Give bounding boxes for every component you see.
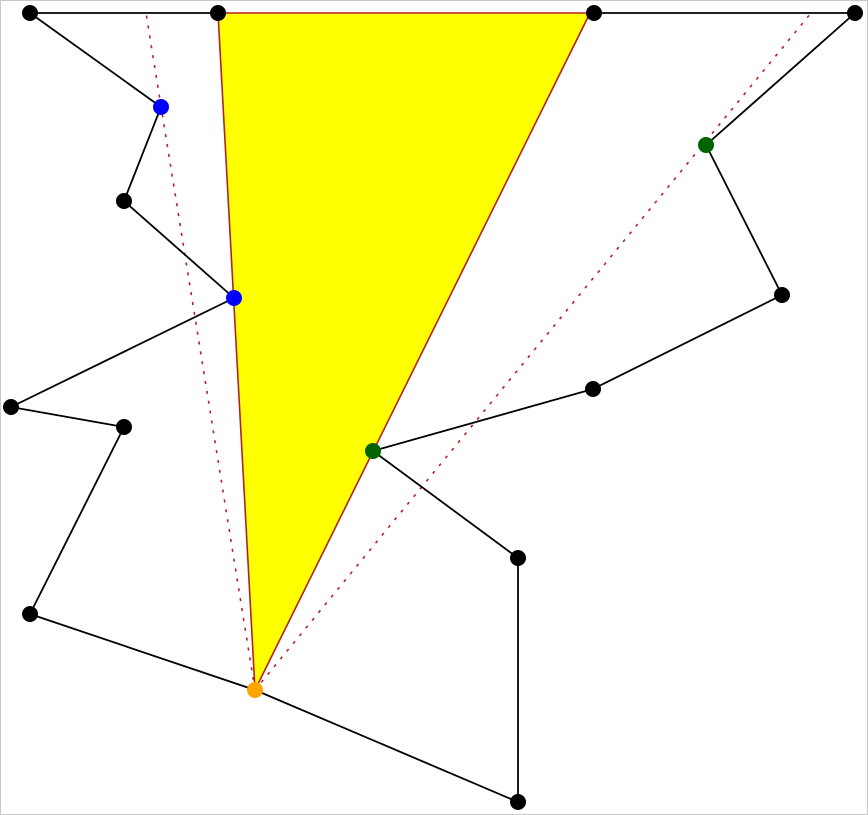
- polygon-vertex: [586, 5, 602, 21]
- polygon-edge-16: [29, 12, 162, 108]
- polygon-edge-6: [372, 388, 594, 452]
- polygon-edges-layer: [10, 12, 856, 803]
- sight-line-2: [254, 12, 812, 691]
- polygon-edge-7: [372, 450, 519, 559]
- polygon-vertex: [210, 5, 226, 21]
- right-support-vertex: [365, 443, 381, 459]
- polygon-edge-3: [705, 12, 856, 146]
- polygon-edge-13: [10, 297, 235, 408]
- polygon-vertex: [847, 5, 863, 21]
- right-support-vertex: [698, 137, 714, 153]
- left-support-vertex: [153, 99, 169, 115]
- polygon-edge-15: [123, 106, 162, 202]
- polygon-vertex: [3, 399, 19, 415]
- polygon-edge-9: [254, 689, 519, 803]
- visible-region: [217, 12, 592, 694]
- polygon-vertex: [774, 287, 790, 303]
- left-support-vertex: [226, 290, 242, 306]
- polygon-vertex: [22, 606, 38, 622]
- polygon-edge-4: [705, 144, 783, 296]
- polygon-edge-11: [29, 426, 125, 615]
- polygon-vertex: [116, 193, 132, 209]
- polygon-vertex: [510, 550, 526, 566]
- guard-vertex: [247, 682, 263, 698]
- polygon-vertex: [510, 794, 526, 810]
- sight-lines-layer: [145, 12, 812, 691]
- visible-region-layer: [217, 12, 592, 694]
- polygon-vertex: [22, 5, 38, 21]
- polygon-edge-12: [10, 406, 125, 428]
- polygon-edge-5: [592, 294, 783, 390]
- polygon-vertices-layer: [3, 5, 863, 810]
- polygon-edge-10: [29, 613, 256, 691]
- polygon-edge-14: [123, 200, 235, 299]
- sight-line-1: [145, 12, 256, 691]
- polygon-vertex: [585, 381, 601, 397]
- polygon-vertex: [116, 419, 132, 435]
